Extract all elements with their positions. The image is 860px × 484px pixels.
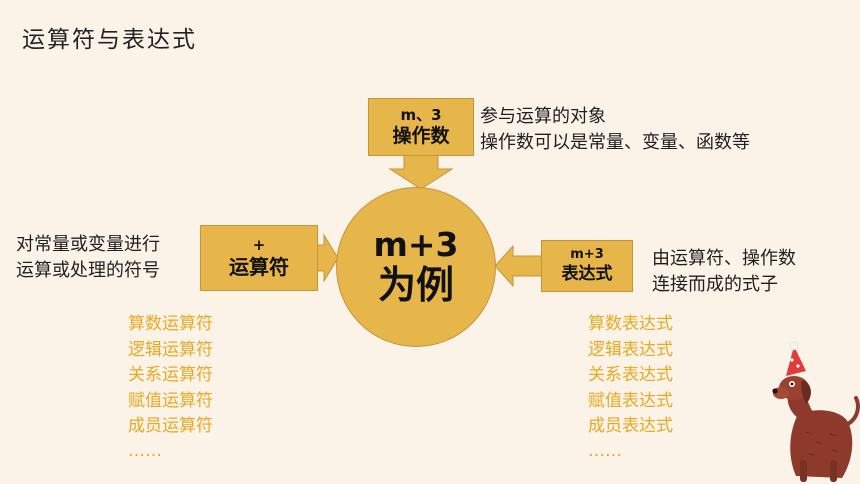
operator-types-list: 算数运算符 逻辑运算符 关系运算符 赋值运算符 成员运算符 …… — [128, 312, 213, 462]
operator-desc-line: 运算或处理的符号 — [16, 260, 160, 281]
operand-desc-line: 操作数可以是常量、变量、函数等 — [480, 132, 750, 153]
operand-description: 参与运算的对象 操作数可以是常量、变量、函数等 — [480, 104, 750, 156]
example-caption: 为例 — [377, 263, 454, 308]
operator-description: 对常量或变量进行 运算或处理的符号 — [16, 232, 160, 284]
list-item: …… — [128, 440, 162, 461]
list-item: …… — [588, 440, 622, 461]
arrow-down-icon — [388, 154, 454, 190]
expression-box-label: 表达式 — [561, 263, 613, 284]
expression-box-value: m+3 — [570, 247, 604, 263]
arrow-right-icon — [315, 233, 339, 283]
operand-box-label: 操作数 — [392, 124, 450, 147]
list-item: 成员表达式 — [588, 416, 673, 436]
party-dog-icon — [772, 342, 860, 482]
operand-box-value: m、3 — [400, 105, 442, 124]
arrow-left-icon — [494, 244, 544, 288]
slide-title: 运算符与表达式 — [22, 27, 197, 53]
list-item: 逻辑表达式 — [588, 339, 673, 360]
expression-types-list: 算数表达式 逻辑表达式 关系表达式 赋值表达式 成员表达式 …… — [588, 312, 673, 462]
operator-box: + 运算符 — [200, 225, 318, 291]
list-item: 赋值运算符 — [128, 390, 213, 411]
operator-box-value: + — [252, 236, 266, 255]
expression-description: 由运算符、操作数 连接而成的式子 — [652, 246, 796, 298]
list-item: 算数表达式 — [588, 314, 673, 334]
list-item: 关系运算符 — [128, 365, 213, 385]
example-expression: m+3 — [373, 225, 459, 265]
list-item: 成员运算符 — [128, 416, 213, 436]
list-item: 赋值表达式 — [588, 390, 673, 411]
list-item: 逻辑运算符 — [128, 339, 213, 360]
operator-desc-line: 对常量或变量进行 — [16, 234, 160, 255]
operand-box: m、3 操作数 — [368, 98, 474, 156]
list-item: 关系表达式 — [588, 365, 673, 385]
expression-desc-line: 由运算符、操作数 — [652, 248, 796, 269]
example-circle: m+3 为例 — [336, 187, 496, 347]
expression-box: m+3 表达式 — [541, 240, 633, 292]
operator-box-label: 运算符 — [229, 254, 289, 279]
operand-desc-line: 参与运算的对象 — [480, 106, 606, 127]
list-item: 算数运算符 — [128, 314, 213, 334]
expression-desc-line: 连接而成的式子 — [652, 274, 778, 295]
